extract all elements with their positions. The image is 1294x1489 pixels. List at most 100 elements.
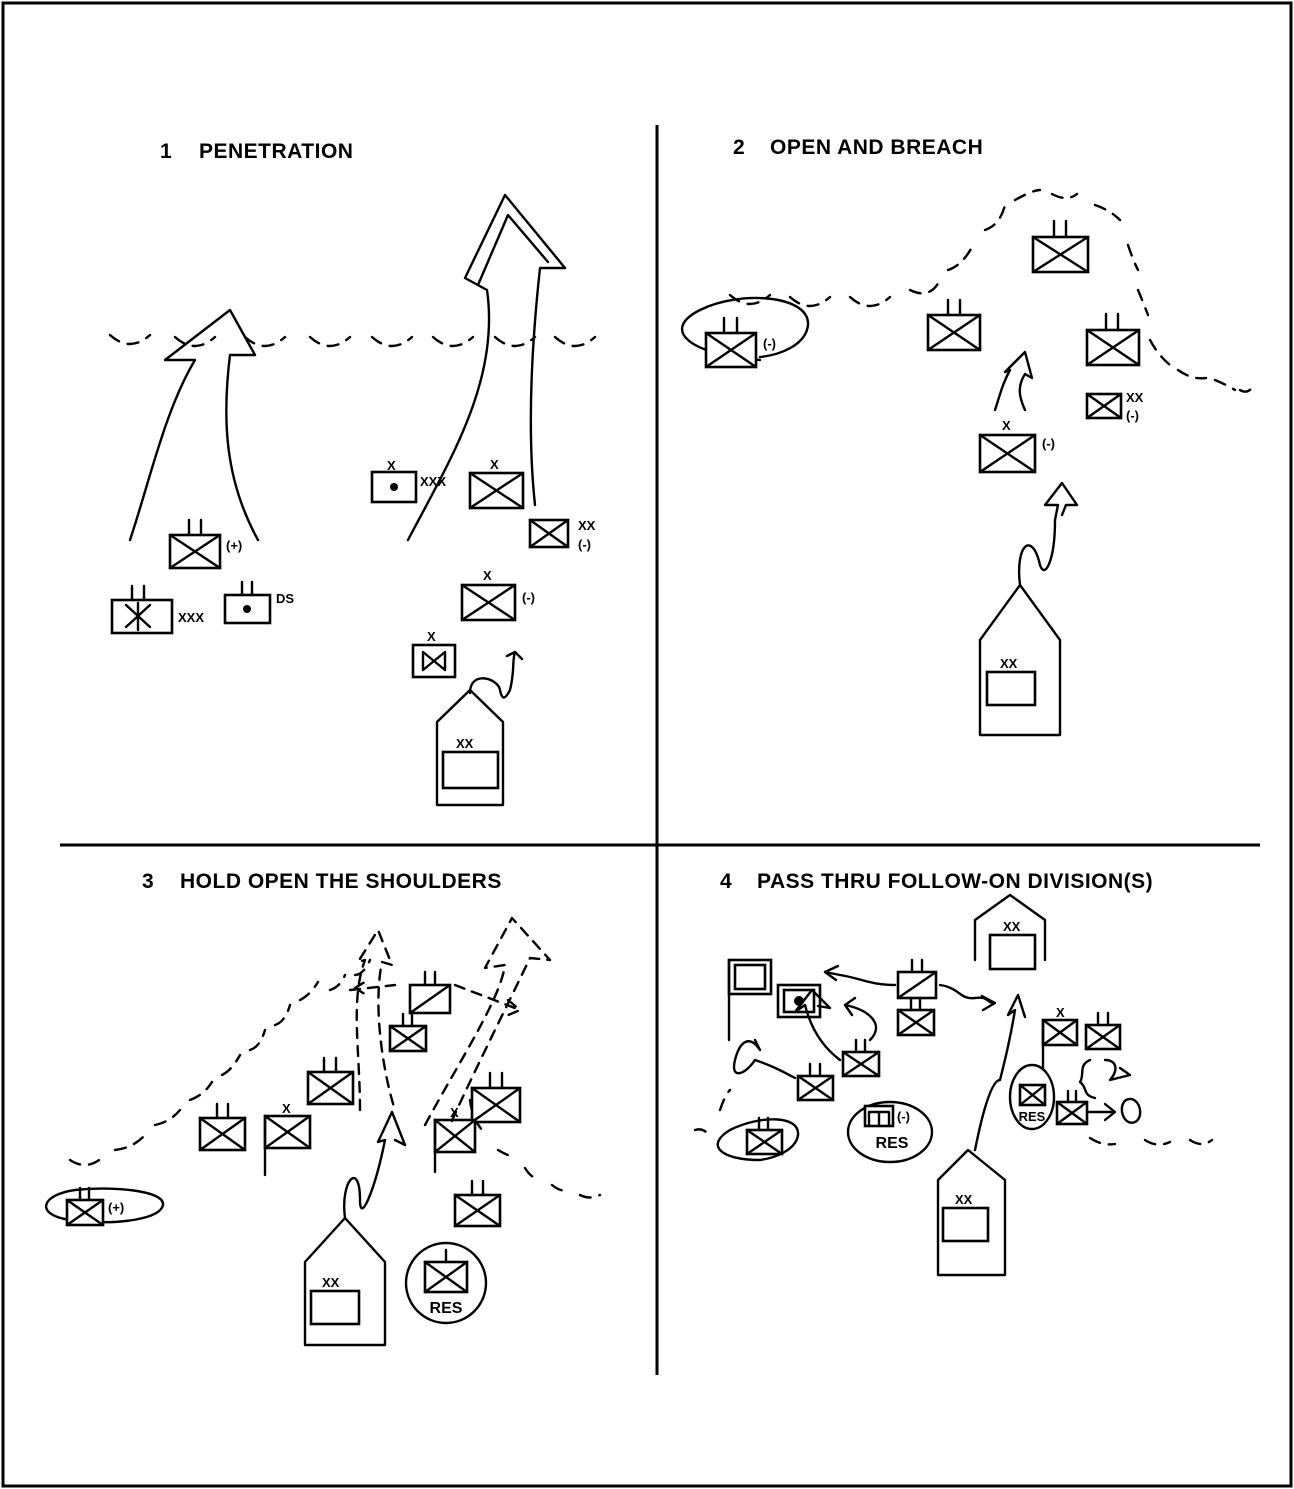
panel-2-number: 2 bbox=[733, 136, 745, 159]
panel-3-title: 3 HOLD OPEN THE SHOULDERS bbox=[142, 870, 502, 893]
follow-on-division-symbol: XX bbox=[978, 583, 1062, 737]
panel-1-title: 1 PENETRATION bbox=[160, 140, 353, 163]
ds-label: DS bbox=[276, 591, 294, 606]
artillery-cp-symbol bbox=[776, 983, 822, 1019]
artillery-xxx-symbol: X XXX bbox=[370, 458, 446, 504]
curved-arrow bbox=[843, 996, 877, 1042]
division-minus-symbol: XX (-) bbox=[528, 518, 596, 552]
brigade-symbol bbox=[796, 1062, 835, 1102]
xxx-label: XXX bbox=[420, 474, 446, 489]
shoulder-brigade-minus: (-) bbox=[680, 296, 810, 369]
brigade-symbol bbox=[1084, 1011, 1122, 1051]
cavalry-symbol bbox=[408, 970, 452, 1015]
right-arrow-oval bbox=[1086, 1097, 1142, 1124]
follow-on-squiggle bbox=[1017, 481, 1079, 587]
panel-3-hold-open-shoulders: (+) X bbox=[45, 916, 602, 1347]
x-label: X bbox=[490, 457, 499, 472]
enemy-line bbox=[68, 958, 602, 1199]
brigade-flag-symbol: X bbox=[1041, 1005, 1079, 1070]
brigade-symbol-plus: (+) bbox=[168, 518, 242, 570]
bracket-arrows bbox=[1078, 1058, 1132, 1100]
cavalry-symbol bbox=[896, 958, 938, 1000]
brigade-symbol-x: X bbox=[468, 457, 525, 510]
brigade-symbol bbox=[1055, 1089, 1089, 1126]
lateral-arrow bbox=[348, 978, 397, 998]
x-label: X bbox=[387, 458, 396, 473]
brigade-symbol bbox=[896, 996, 936, 1037]
follow-on-division-symbol: XX bbox=[435, 688, 505, 807]
xx-label: XX bbox=[322, 1275, 340, 1290]
exploit-arrow bbox=[993, 350, 1034, 412]
follow-on-squiggle bbox=[468, 650, 524, 699]
penetration-arrow-main-inner bbox=[476, 213, 550, 287]
xx-label: XX bbox=[456, 736, 474, 751]
minus-label: (-) bbox=[578, 537, 591, 552]
main-cp-symbol bbox=[727, 958, 773, 1042]
xx-label: XX bbox=[578, 518, 596, 533]
brigade-flag-symbol: X bbox=[263, 1101, 312, 1177]
penetration-arrow-small bbox=[128, 308, 260, 542]
panel-4-pass-thru: XX (-) RES bbox=[693, 893, 1214, 1277]
aviation-xxx-label: XXX bbox=[178, 610, 204, 625]
panel-4-title-text: PASS THRU FOLLOW-ON DIVISION(S) bbox=[757, 870, 1153, 893]
lateral-arrow-right bbox=[453, 983, 522, 1018]
x-label: X bbox=[1002, 418, 1011, 433]
lateral-arrow-left bbox=[823, 964, 897, 987]
artillery-ds-symbol: DS bbox=[223, 580, 294, 625]
panel-2-title: 2 OPEN AND BREACH bbox=[733, 136, 983, 159]
minus-label: (-) bbox=[522, 590, 535, 605]
xx-label: XX bbox=[1003, 919, 1021, 934]
brigade-symbol-right bbox=[1085, 312, 1141, 367]
division-minus-symbol: XX (-) bbox=[1085, 390, 1144, 423]
brigade-symbol bbox=[926, 298, 982, 352]
engineer-brigade-symbol: X bbox=[411, 629, 457, 679]
x-label: X bbox=[483, 568, 492, 583]
minus-label: (-) bbox=[1042, 436, 1055, 451]
maneuver-arrow bbox=[793, 988, 842, 1062]
enemy-line bbox=[728, 188, 1256, 393]
panel-2-open-and-breach: (-) XX (-) X (-) bbox=[680, 188, 1256, 737]
lateral-arrow-right bbox=[938, 983, 997, 1012]
panel-1-title-text: PENETRATION bbox=[199, 140, 353, 163]
brigade-symbol bbox=[470, 1071, 522, 1124]
penetration-arrow-main bbox=[406, 193, 567, 542]
x-label: X bbox=[427, 629, 436, 644]
panel-3-title-text: HOLD OPEN THE SHOULDERS bbox=[180, 870, 502, 893]
follow-on-squiggle bbox=[343, 1110, 407, 1220]
panel-2-title-text: OPEN AND BREACH bbox=[770, 136, 983, 159]
panel-4-title: 4 PASS THRU FOLLOW-ON DIVISION(S) bbox=[720, 870, 1153, 893]
minus-label: (-) bbox=[1126, 408, 1139, 423]
aviation-symbol: XXX bbox=[110, 584, 204, 635]
enemy-line bbox=[693, 1088, 1214, 1146]
res-label: RES bbox=[876, 1135, 909, 1152]
panel-4-number: 4 bbox=[720, 870, 732, 893]
res-label: RES bbox=[430, 1300, 463, 1317]
res-label: RES bbox=[1019, 1109, 1046, 1124]
minus-label: (-) bbox=[763, 336, 776, 351]
panel-3-number: 3 bbox=[142, 870, 154, 893]
left-arrow-oval bbox=[732, 1038, 797, 1080]
x-label: X bbox=[1056, 1005, 1065, 1020]
shoulder-brigade-plus: (+) bbox=[45, 1186, 165, 1227]
plus-label: (+) bbox=[226, 538, 242, 553]
follow-on-division-symbol: XX bbox=[303, 1216, 387, 1347]
passage-arrow-dashed-2 bbox=[423, 916, 552, 1127]
reserve-engineer-symbol: (-) RES bbox=[846, 1100, 934, 1164]
minus-label: (-) bbox=[897, 1109, 910, 1124]
passage-arrow-dashed-1 bbox=[355, 928, 397, 1112]
enemy-line bbox=[108, 333, 597, 348]
brigade-symbol bbox=[388, 1012, 428, 1053]
brigade-minus-symbol: X (-) bbox=[978, 418, 1055, 474]
follow-on-division-symbol: XX bbox=[936, 1148, 1007, 1277]
brigade-symbol bbox=[198, 1102, 247, 1152]
follow-on-squiggle bbox=[973, 993, 1027, 1152]
x-label: X bbox=[282, 1101, 291, 1116]
plus-label: (+) bbox=[108, 1200, 124, 1215]
reserve-brigade-symbol: RES bbox=[404, 1241, 488, 1325]
brigade-minus-symbol: X (-) bbox=[460, 568, 535, 622]
lead-division-symbol: XX bbox=[973, 893, 1047, 971]
shoulder-brigade-symbol bbox=[716, 1116, 800, 1162]
reserve-brigade-symbol: RES bbox=[1008, 1063, 1056, 1131]
panel-1-number: 1 bbox=[160, 140, 172, 163]
